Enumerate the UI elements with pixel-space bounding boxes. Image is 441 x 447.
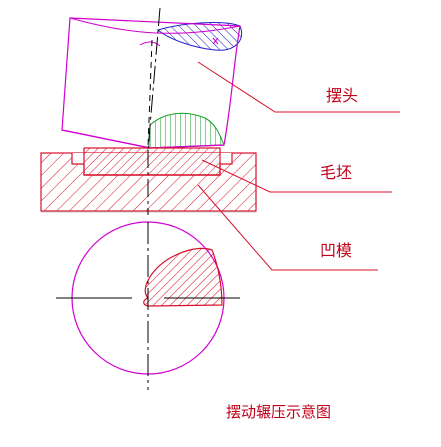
leader-lines (197, 61, 400, 271)
plan-view (56, 221, 240, 375)
label-die: 凹模 (320, 241, 353, 260)
figure-caption: 摆动辗压示意图 (226, 403, 332, 421)
label-blank: 毛坯 (320, 163, 353, 182)
label-swing-head: 摆头 (326, 86, 359, 105)
swing-head (61, 17, 242, 149)
center-axes (147, 7, 161, 390)
